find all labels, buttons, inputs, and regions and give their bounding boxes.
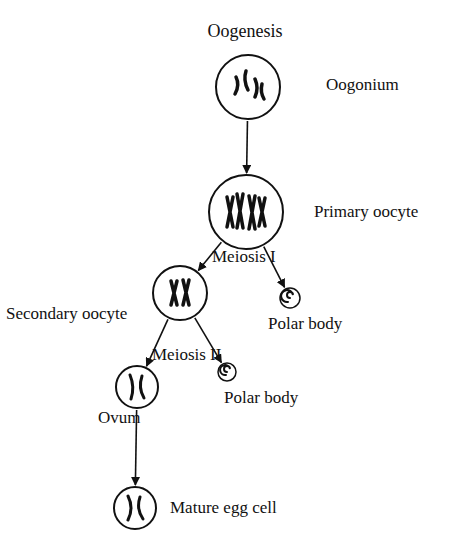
- cell-label: Polar body: [224, 388, 298, 408]
- cell-membrane: [153, 266, 207, 320]
- cell-circle: Primary oocyte: [208, 174, 284, 250]
- egg-chromosomes: [128, 496, 143, 520]
- stage-label: Meiosis II: [152, 345, 221, 365]
- cell-label: Polar body: [268, 314, 342, 334]
- cell-outline: [208, 174, 284, 250]
- cell-membrane: [114, 487, 156, 529]
- oogonium-chromosomes: [235, 71, 264, 99]
- cell-circle: Polar body: [279, 287, 301, 309]
- cell-label: Ovum: [98, 408, 141, 428]
- cell-membrane: [209, 175, 283, 249]
- cell-circle: Secondary oocyte: [152, 265, 208, 321]
- cell-outline: [279, 287, 301, 309]
- ovum-chromosomes: [130, 375, 144, 399]
- cell-circle: Ovum: [115, 365, 159, 409]
- cell-label: Oogonium: [326, 75, 399, 95]
- cell-outline: [113, 486, 157, 530]
- cell-membrane: [218, 363, 236, 381]
- cell-label: Secondary oocyte: [6, 304, 127, 324]
- diagram-title: Oogenesis: [208, 21, 283, 42]
- cell-circle: Mature egg cell: [113, 486, 157, 530]
- cell-outline: [115, 365, 159, 409]
- secondary-chromosomes: [171, 280, 189, 305]
- cell-outline: [217, 362, 237, 382]
- cell-membrane: [216, 55, 280, 119]
- arrow: [246, 121, 248, 173]
- cell-label: Primary oocyte: [314, 202, 418, 222]
- cell-membrane: [116, 366, 158, 408]
- cell-membrane: [280, 288, 300, 308]
- arrow: [135, 410, 136, 485]
- cell-circle: Oogonium: [215, 54, 281, 120]
- primary-chromosomes: [227, 194, 265, 229]
- stage-label: Meiosis I: [212, 247, 276, 267]
- cell-outline: [152, 265, 208, 321]
- cell-circle: Polar body: [217, 362, 237, 382]
- cell-label: Mature egg cell: [170, 498, 277, 518]
- cell-outline: [215, 54, 281, 120]
